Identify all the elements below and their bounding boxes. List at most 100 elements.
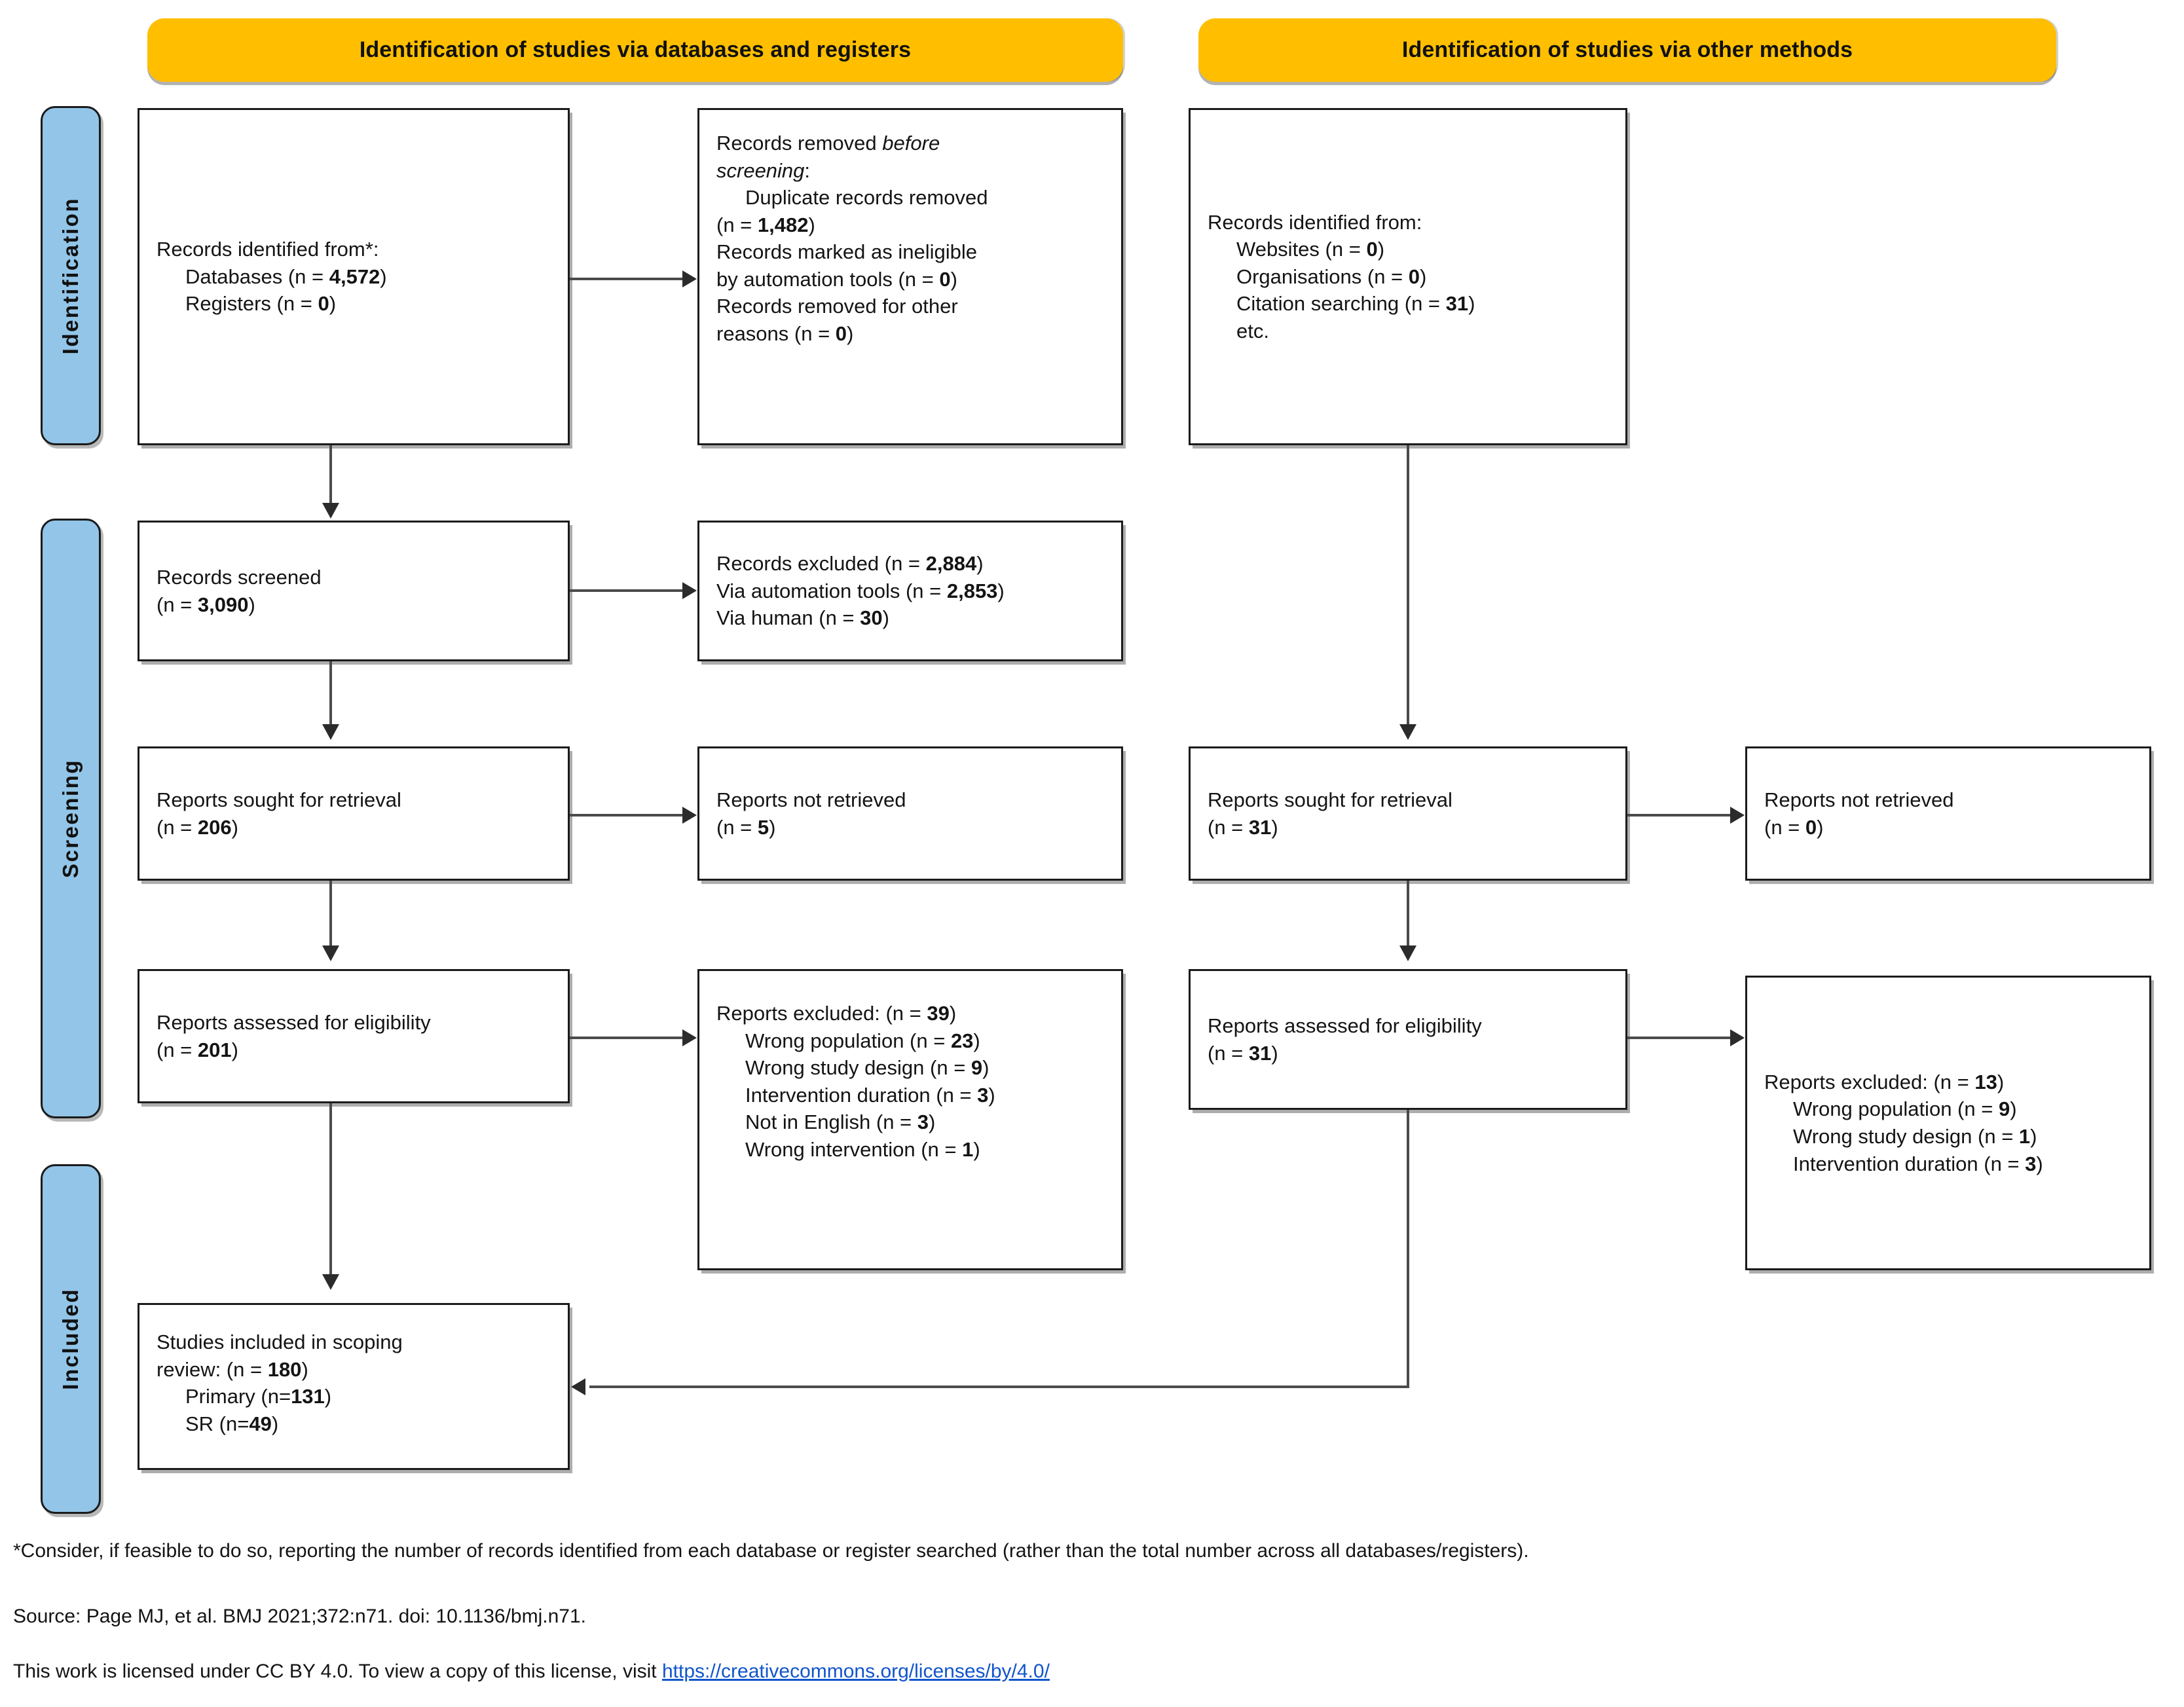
arrowhead-identified-to-removed (682, 270, 697, 287)
box-studies-included: Studies included in scoping review: (n =… (138, 1303, 570, 1470)
records-excluded-human: Via human (n = 30) (716, 606, 889, 630)
arrowhead-otheridentified-to-sought-right (1399, 724, 1416, 740)
records-removed-ineligible-1: Records marked as ineligible (716, 240, 978, 264)
connector-sought-to-assessed-right (1407, 881, 1409, 946)
arrowhead-assessed-to-excluded-left (682, 1029, 697, 1046)
connector-assessed-to-excluded-right (1627, 1037, 1730, 1039)
connector-right-to-included-horizontal (589, 1386, 1409, 1388)
connector-identified-to-screened (329, 445, 332, 505)
arrowhead-sought-to-notretrieved-left (682, 807, 697, 824)
connector-assessed-to-included (329, 1103, 332, 1275)
footer-license: This work is licensed under CC BY 4.0. T… (13, 1661, 1050, 1683)
box-reports-assessed-right: Reports assessed for eligibility (n = 31… (1189, 969, 1627, 1110)
studies-included-line2: review: (n = 180) (157, 1357, 308, 1381)
sidebar-label-identification: Identification (58, 196, 83, 355)
reports-excluded-right-reason-2: Wrong study design (n = 1) (1793, 1125, 2037, 1148)
reports-excluded-left-reason-5: Wrong intervention (n = 1) (745, 1137, 980, 1161)
reports-assessed-right-line2: (n = 31) (1208, 1041, 1278, 1065)
connector-screened-to-sought (329, 661, 332, 725)
reports-excluded-left-reason-2: Wrong study design (n = 9) (745, 1056, 990, 1080)
other-identified-citation: Citation searching (n = 31) (1236, 292, 1475, 316)
banner-databases-registers: Identification of studies via databases … (147, 18, 1123, 82)
reports-assessed-right-line1: Reports assessed for eligibility (1208, 1014, 1482, 1037)
reports-not-retrieved-left-line1: Reports not retrieved (716, 788, 906, 811)
records-screened-line1: Records screened (157, 565, 322, 589)
arrowhead-sought-to-assessed-right (1399, 945, 1416, 961)
sidebar-item-included: Included (41, 1164, 101, 1514)
studies-included-primary: Primary (n=131) (185, 1385, 332, 1408)
reports-excluded-left-reason-3: Intervention duration (n = 3) (745, 1083, 995, 1107)
box-reports-assessed-left: Reports assessed for eligibility (n = 20… (138, 969, 570, 1103)
connector-sought-to-notretrieved-left (570, 814, 682, 817)
box-records-identified: Records identified from*: Databases (n =… (138, 108, 570, 445)
connector-right-to-included-vertical (1407, 1110, 1409, 1388)
records-screened-line2: (n = 3,090) (157, 593, 255, 616)
banner-left-label: Identification of studies via databases … (359, 37, 912, 62)
reports-sought-left-line1: Reports sought for retrieval (157, 788, 401, 811)
sidebar-item-screening: Screening (41, 519, 101, 1118)
arrowhead-right-to-included (571, 1378, 585, 1395)
box-reports-not-retrieved-left: Reports not retrieved (n = 5) (697, 746, 1123, 881)
connector-assessed-to-excluded-left (570, 1037, 682, 1039)
connector-identified-to-removed (570, 278, 682, 280)
arrowhead-sought-to-notretrieved-right (1730, 807, 1745, 824)
box-reports-sought-left: Reports sought for retrieval (n = 206) (138, 746, 570, 881)
box-records-screened: Records screened (n = 3,090) (138, 521, 570, 661)
arrowhead-sought-to-assessed-left (322, 945, 339, 961)
records-removed-duplicates-2: (n = 1,482) (716, 213, 815, 236)
reports-excluded-left-header: Reports excluded: (n = 39) (716, 1002, 957, 1025)
reports-not-retrieved-left-line2: (n = 5) (716, 815, 776, 839)
reports-sought-right-line1: Reports sought for retrieval (1208, 788, 1453, 811)
box-records-removed: Records removed before screening: Duplic… (697, 108, 1123, 445)
reports-excluded-left-reason-1: Wrong population (n = 23) (745, 1029, 980, 1052)
footer-note: *Consider, if feasible to do so, reporti… (13, 1540, 1529, 1562)
reports-assessed-left-line2: (n = 201) (157, 1038, 238, 1061)
connector-sought-to-notretrieved-right (1627, 814, 1730, 817)
box-reports-excluded-right: Reports excluded: (n = 13) Wrong populat… (1745, 976, 2151, 1270)
box-reports-sought-right: Reports sought for retrieval (n = 31) (1189, 746, 1627, 881)
arrowhead-assessed-to-included (322, 1274, 339, 1290)
arrowhead-screened-to-excluded (682, 582, 697, 599)
box-other-identified: Records identified from: Websites (n = 0… (1189, 108, 1627, 445)
reports-sought-left-line2: (n = 206) (157, 815, 238, 839)
reports-sought-right-line2: (n = 31) (1208, 815, 1278, 839)
other-identified-line1: Records identified from: (1208, 210, 1422, 234)
reports-assessed-left-line1: Reports assessed for eligibility (157, 1010, 431, 1034)
connector-sought-to-assessed-left (329, 881, 332, 946)
arrowhead-identified-to-screened (322, 503, 339, 519)
other-identified-etc: etc. (1236, 319, 1269, 342)
studies-included-sr: SR (n=49) (185, 1412, 279, 1435)
sidebar-label-screening: Screening (58, 758, 83, 879)
records-excluded-automation: Via automation tools (n = 2,853) (716, 579, 1005, 602)
banner-other-methods: Identification of studies via other meth… (1198, 18, 2056, 82)
reports-not-retrieved-right-line1: Reports not retrieved (1764, 788, 1954, 811)
reports-excluded-left-reason-4: Not in English (n = 3) (745, 1110, 936, 1134)
box-reports-not-retrieved-right: Reports not retrieved (n = 0) (1745, 746, 2151, 881)
records-removed-title: Records removed before (716, 132, 940, 155)
records-identified-line1: Records identified from*: (157, 238, 379, 261)
license-link[interactable]: https://creativecommons.org/licenses/by/… (661, 1661, 1050, 1682)
reports-excluded-right-reason-3: Intervention duration (n = 3) (1793, 1152, 2043, 1175)
other-identified-organisations: Organisations (n = 0) (1236, 265, 1427, 288)
records-removed-ineligible-2: by automation tools (n = 0) (716, 267, 957, 291)
other-identified-websites: Websites (n = 0) (1236, 238, 1385, 261)
reports-excluded-right-reason-1: Wrong population (n = 9) (1793, 1097, 2017, 1121)
records-excluded-total: Records excluded (n = 2,884) (716, 552, 984, 576)
records-removed-duplicates-1: Duplicate records removed (745, 186, 988, 210)
records-removed-other-2: reasons (n = 0) (716, 321, 854, 345)
footer-source: Source: Page MJ, et al. BMJ 2021;372:n71… (13, 1606, 586, 1627)
arrowhead-assessed-to-excluded-right (1730, 1029, 1745, 1046)
records-removed-title2: screening: (716, 158, 811, 182)
studies-included-line1: Studies included in scoping (157, 1331, 403, 1353)
sidebar-label-included: Included (58, 1288, 83, 1390)
records-identified-databases: Databases (n = 4,572) (185, 265, 387, 288)
connector-otheridentified-to-sought-right (1407, 445, 1409, 725)
arrowhead-screened-to-sought (322, 724, 339, 740)
reports-excluded-right-header: Reports excluded: (n = 13) (1764, 1070, 2005, 1093)
records-identified-registers: Registers (n = 0) (185, 292, 337, 316)
footer-license-text: This work is licensed under CC BY 4.0. T… (13, 1661, 662, 1682)
records-removed-other-1: Records removed for other (716, 295, 958, 318)
reports-not-retrieved-right-line2: (n = 0) (1764, 815, 1824, 839)
sidebar-item-identification: Identification (41, 106, 101, 445)
